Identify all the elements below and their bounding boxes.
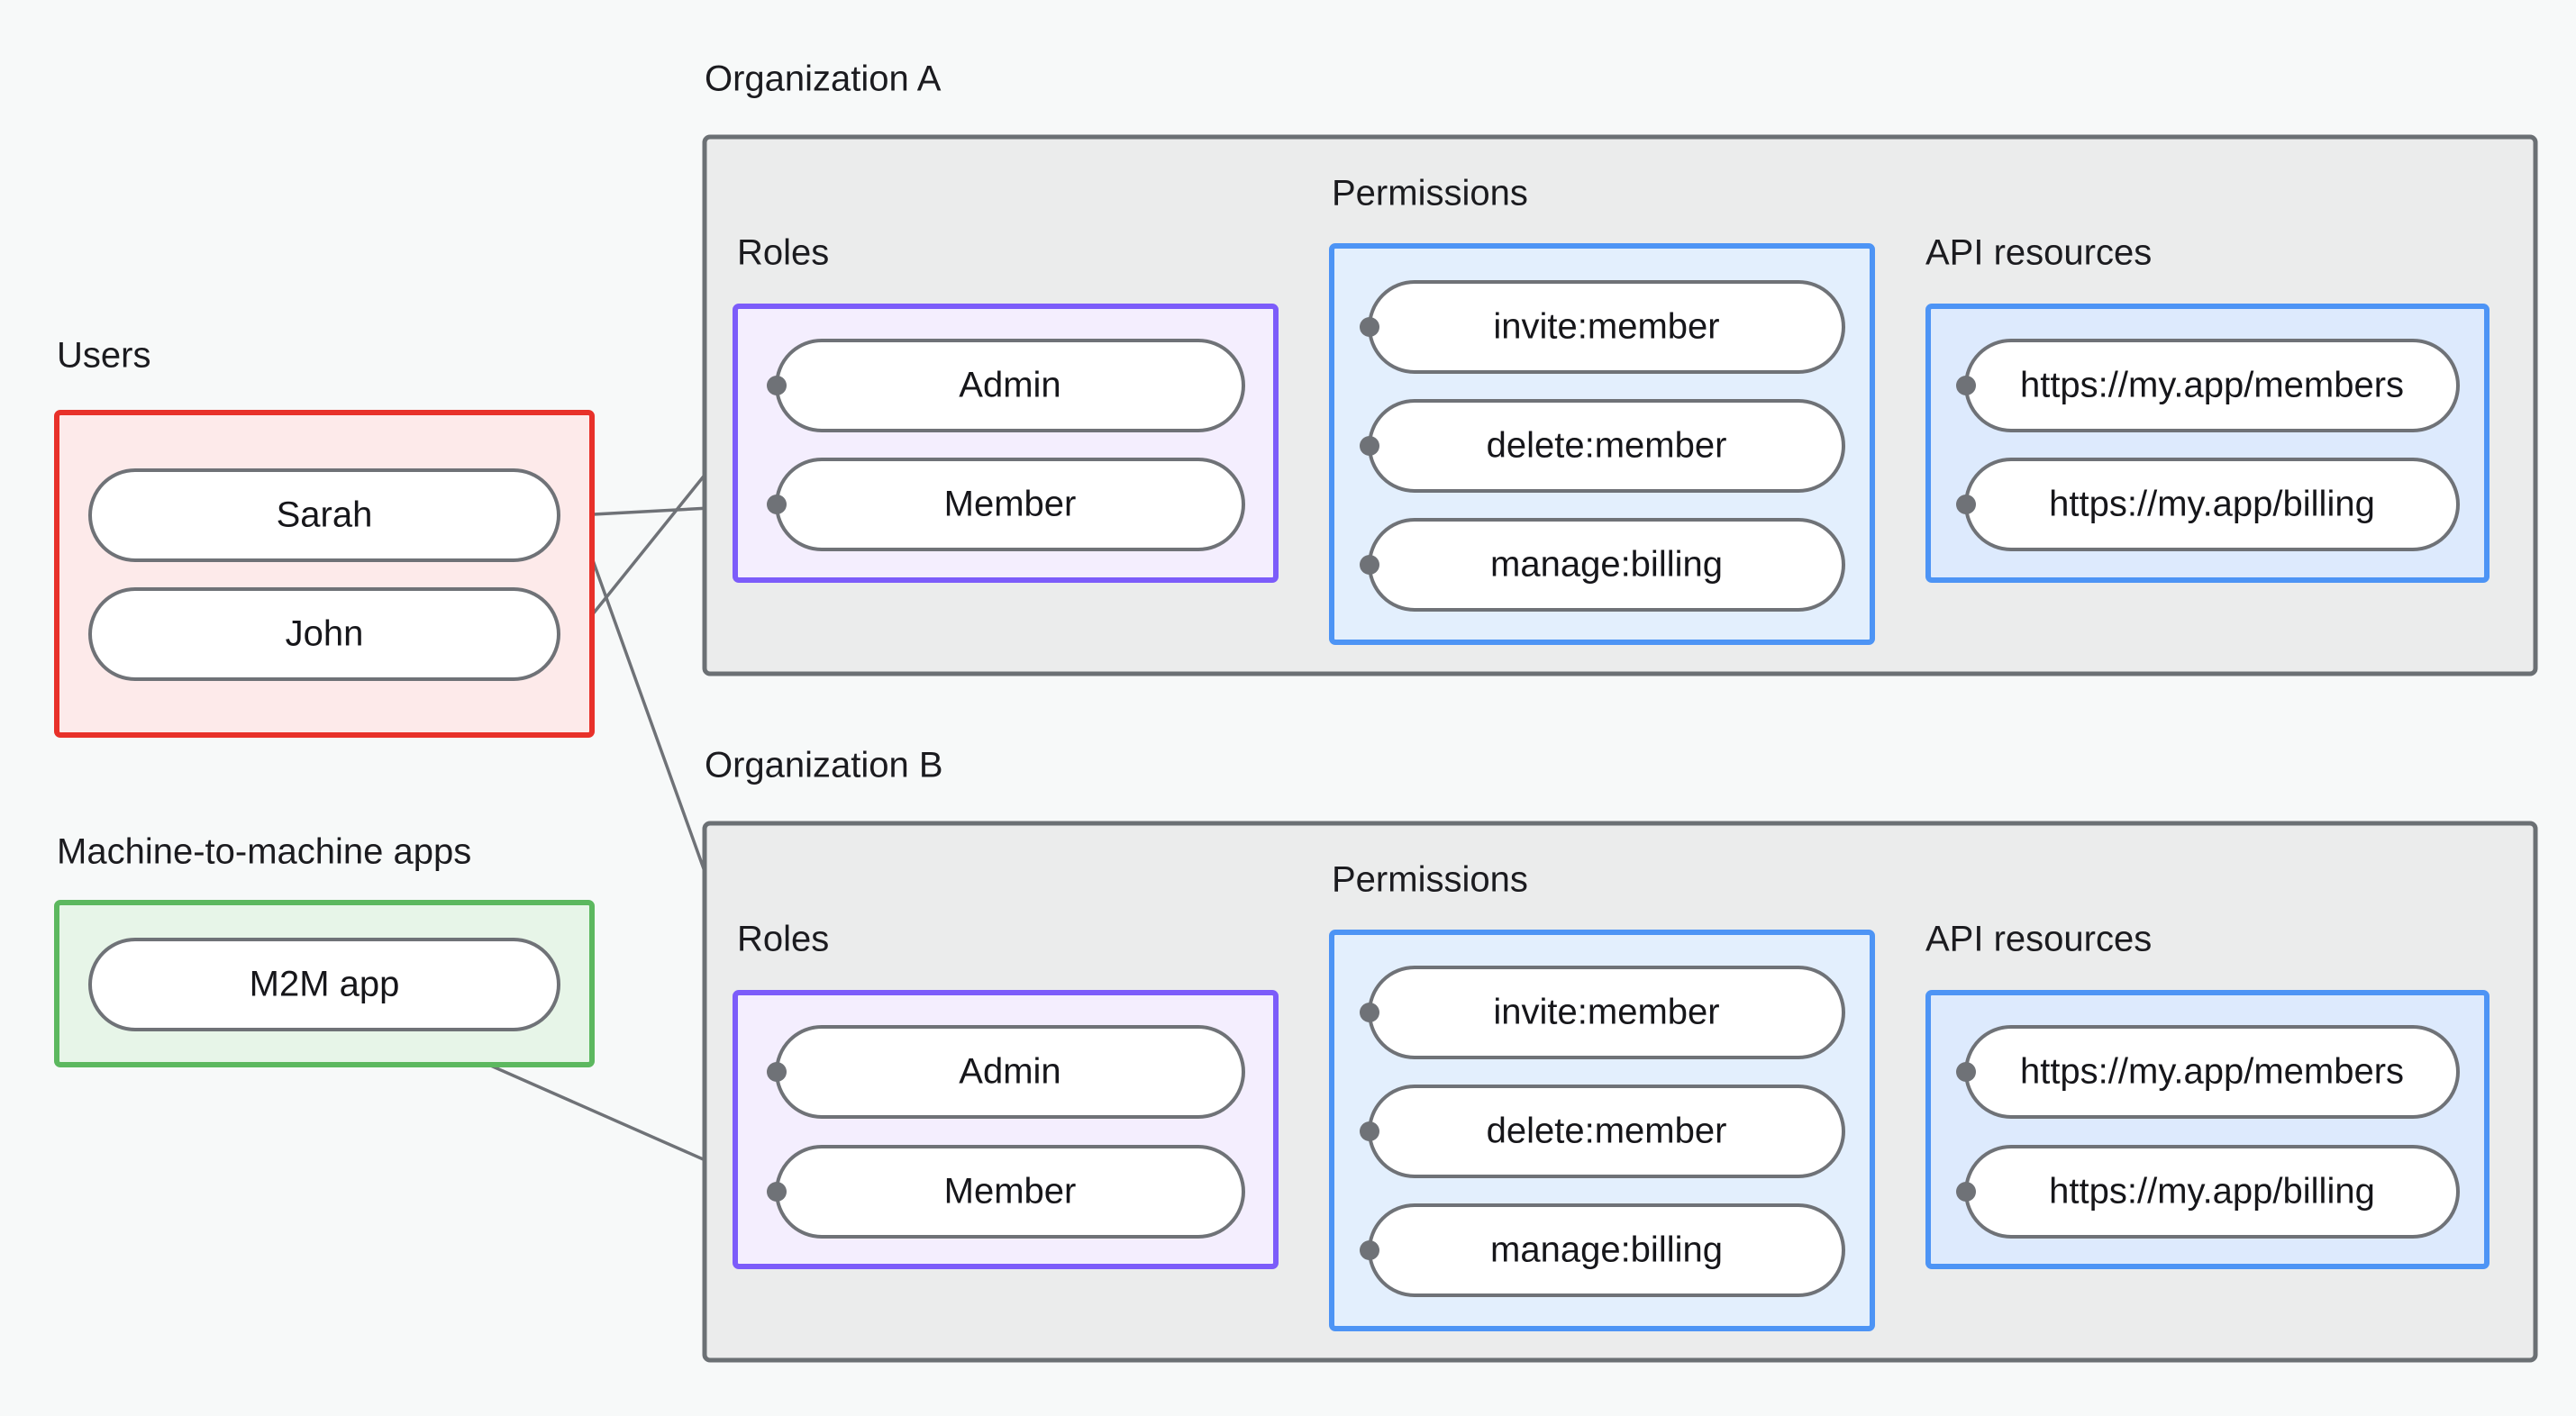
dot-orgA-admin-in	[767, 376, 787, 395]
org-b-permission-invite-member-label: invite:member	[1493, 993, 1719, 1032]
org-b-api-caption: API resources	[1925, 920, 2152, 959]
dot-orgB-members-in	[1956, 1062, 1976, 1082]
org-b-permission-manage-billing-label: manage:billing	[1490, 1230, 1723, 1270]
dot-orgA-members-in	[1956, 376, 1976, 395]
org-a-api-members[interactable]: https://my.app/members	[1964, 339, 2460, 432]
org-a-permission-delete-member-label: delete:member	[1487, 426, 1727, 466]
org-b-roles-caption: Roles	[737, 920, 829, 959]
m2m-app[interactable]: M2M app	[88, 938, 560, 1031]
org-b-api-members[interactable]: https://my.app/members	[1964, 1025, 2460, 1119]
dot-orgA-invite-in	[1360, 317, 1379, 337]
org-a-api-caption: API resources	[1925, 233, 2152, 273]
org-a-role-member-label: Member	[944, 485, 1077, 524]
dot-orgA-billing-in	[1956, 495, 1976, 514]
org-b-caption: Organization B	[705, 746, 943, 785]
org-b-role-member[interactable]: Member	[775, 1145, 1245, 1239]
org-a-permission-manage-billing[interactable]: manage:billing	[1368, 518, 1845, 612]
dot-orgA-member-in	[767, 495, 787, 514]
org-b-permission-invite-member[interactable]: invite:member	[1368, 966, 1845, 1059]
org-a-role-admin-label: Admin	[959, 366, 1060, 405]
user-sarah[interactable]: Sarah	[88, 468, 560, 562]
org-a-permissions-caption: Permissions	[1332, 174, 1528, 213]
org-a-api-billing-label: https://my.app/billing	[2049, 485, 2375, 524]
org-b-api-billing-label: https://my.app/billing	[2049, 1172, 2375, 1212]
user-john[interactable]: John	[88, 587, 560, 681]
dot-orgB-invite-in	[1360, 1003, 1379, 1022]
dot-orgA-delete-in	[1360, 436, 1379, 456]
org-a-permission-invite-member-label: invite:member	[1493, 307, 1719, 347]
org-b-permission-delete-member[interactable]: delete:member	[1368, 1085, 1845, 1178]
dot-orgA-managebilling-in	[1360, 555, 1379, 575]
org-a-roles-caption: Roles	[737, 233, 829, 273]
m2m-app-label: M2M app	[250, 965, 400, 1004]
dot-orgB-managebilling-in	[1360, 1240, 1379, 1260]
users-group	[54, 410, 595, 738]
org-b-permission-manage-billing[interactable]: manage:billing	[1368, 1203, 1845, 1297]
org-a-permission-invite-member[interactable]: invite:member	[1368, 280, 1845, 374]
m2m-caption: Machine-to-machine apps	[57, 832, 471, 872]
org-b-role-admin-label: Admin	[959, 1052, 1060, 1092]
org-b-role-admin[interactable]: Admin	[775, 1025, 1245, 1119]
org-a-permission-manage-billing-label: manage:billing	[1490, 545, 1723, 585]
org-b-permission-delete-member-label: delete:member	[1487, 1112, 1727, 1151]
org-a-permission-delete-member[interactable]: delete:member	[1368, 399, 1845, 493]
org-b-role-member-label: Member	[944, 1172, 1077, 1212]
dot-orgB-billing-in	[1956, 1182, 1976, 1202]
org-b-api-members-label: https://my.app/members	[2020, 1052, 2404, 1092]
users-caption: Users	[57, 336, 150, 376]
user-sarah-label: Sarah	[277, 495, 373, 535]
dot-orgB-admin-in	[767, 1062, 787, 1082]
dot-orgB-member-in	[767, 1182, 787, 1202]
org-a-caption: Organization A	[705, 59, 942, 99]
org-a-role-member[interactable]: Member	[775, 458, 1245, 551]
dot-orgB-delete-in	[1360, 1121, 1379, 1141]
org-b-permissions-caption: Permissions	[1332, 860, 1528, 900]
org-b-api-billing[interactable]: https://my.app/billing	[1964, 1145, 2460, 1239]
user-john-label: John	[286, 614, 364, 654]
org-a-role-admin[interactable]: Admin	[775, 339, 1245, 432]
org-a-api-billing[interactable]: https://my.app/billing	[1964, 458, 2460, 551]
connector-endpoints	[767, 317, 1976, 1260]
org-a-api-members-label: https://my.app/members	[2020, 366, 2404, 405]
